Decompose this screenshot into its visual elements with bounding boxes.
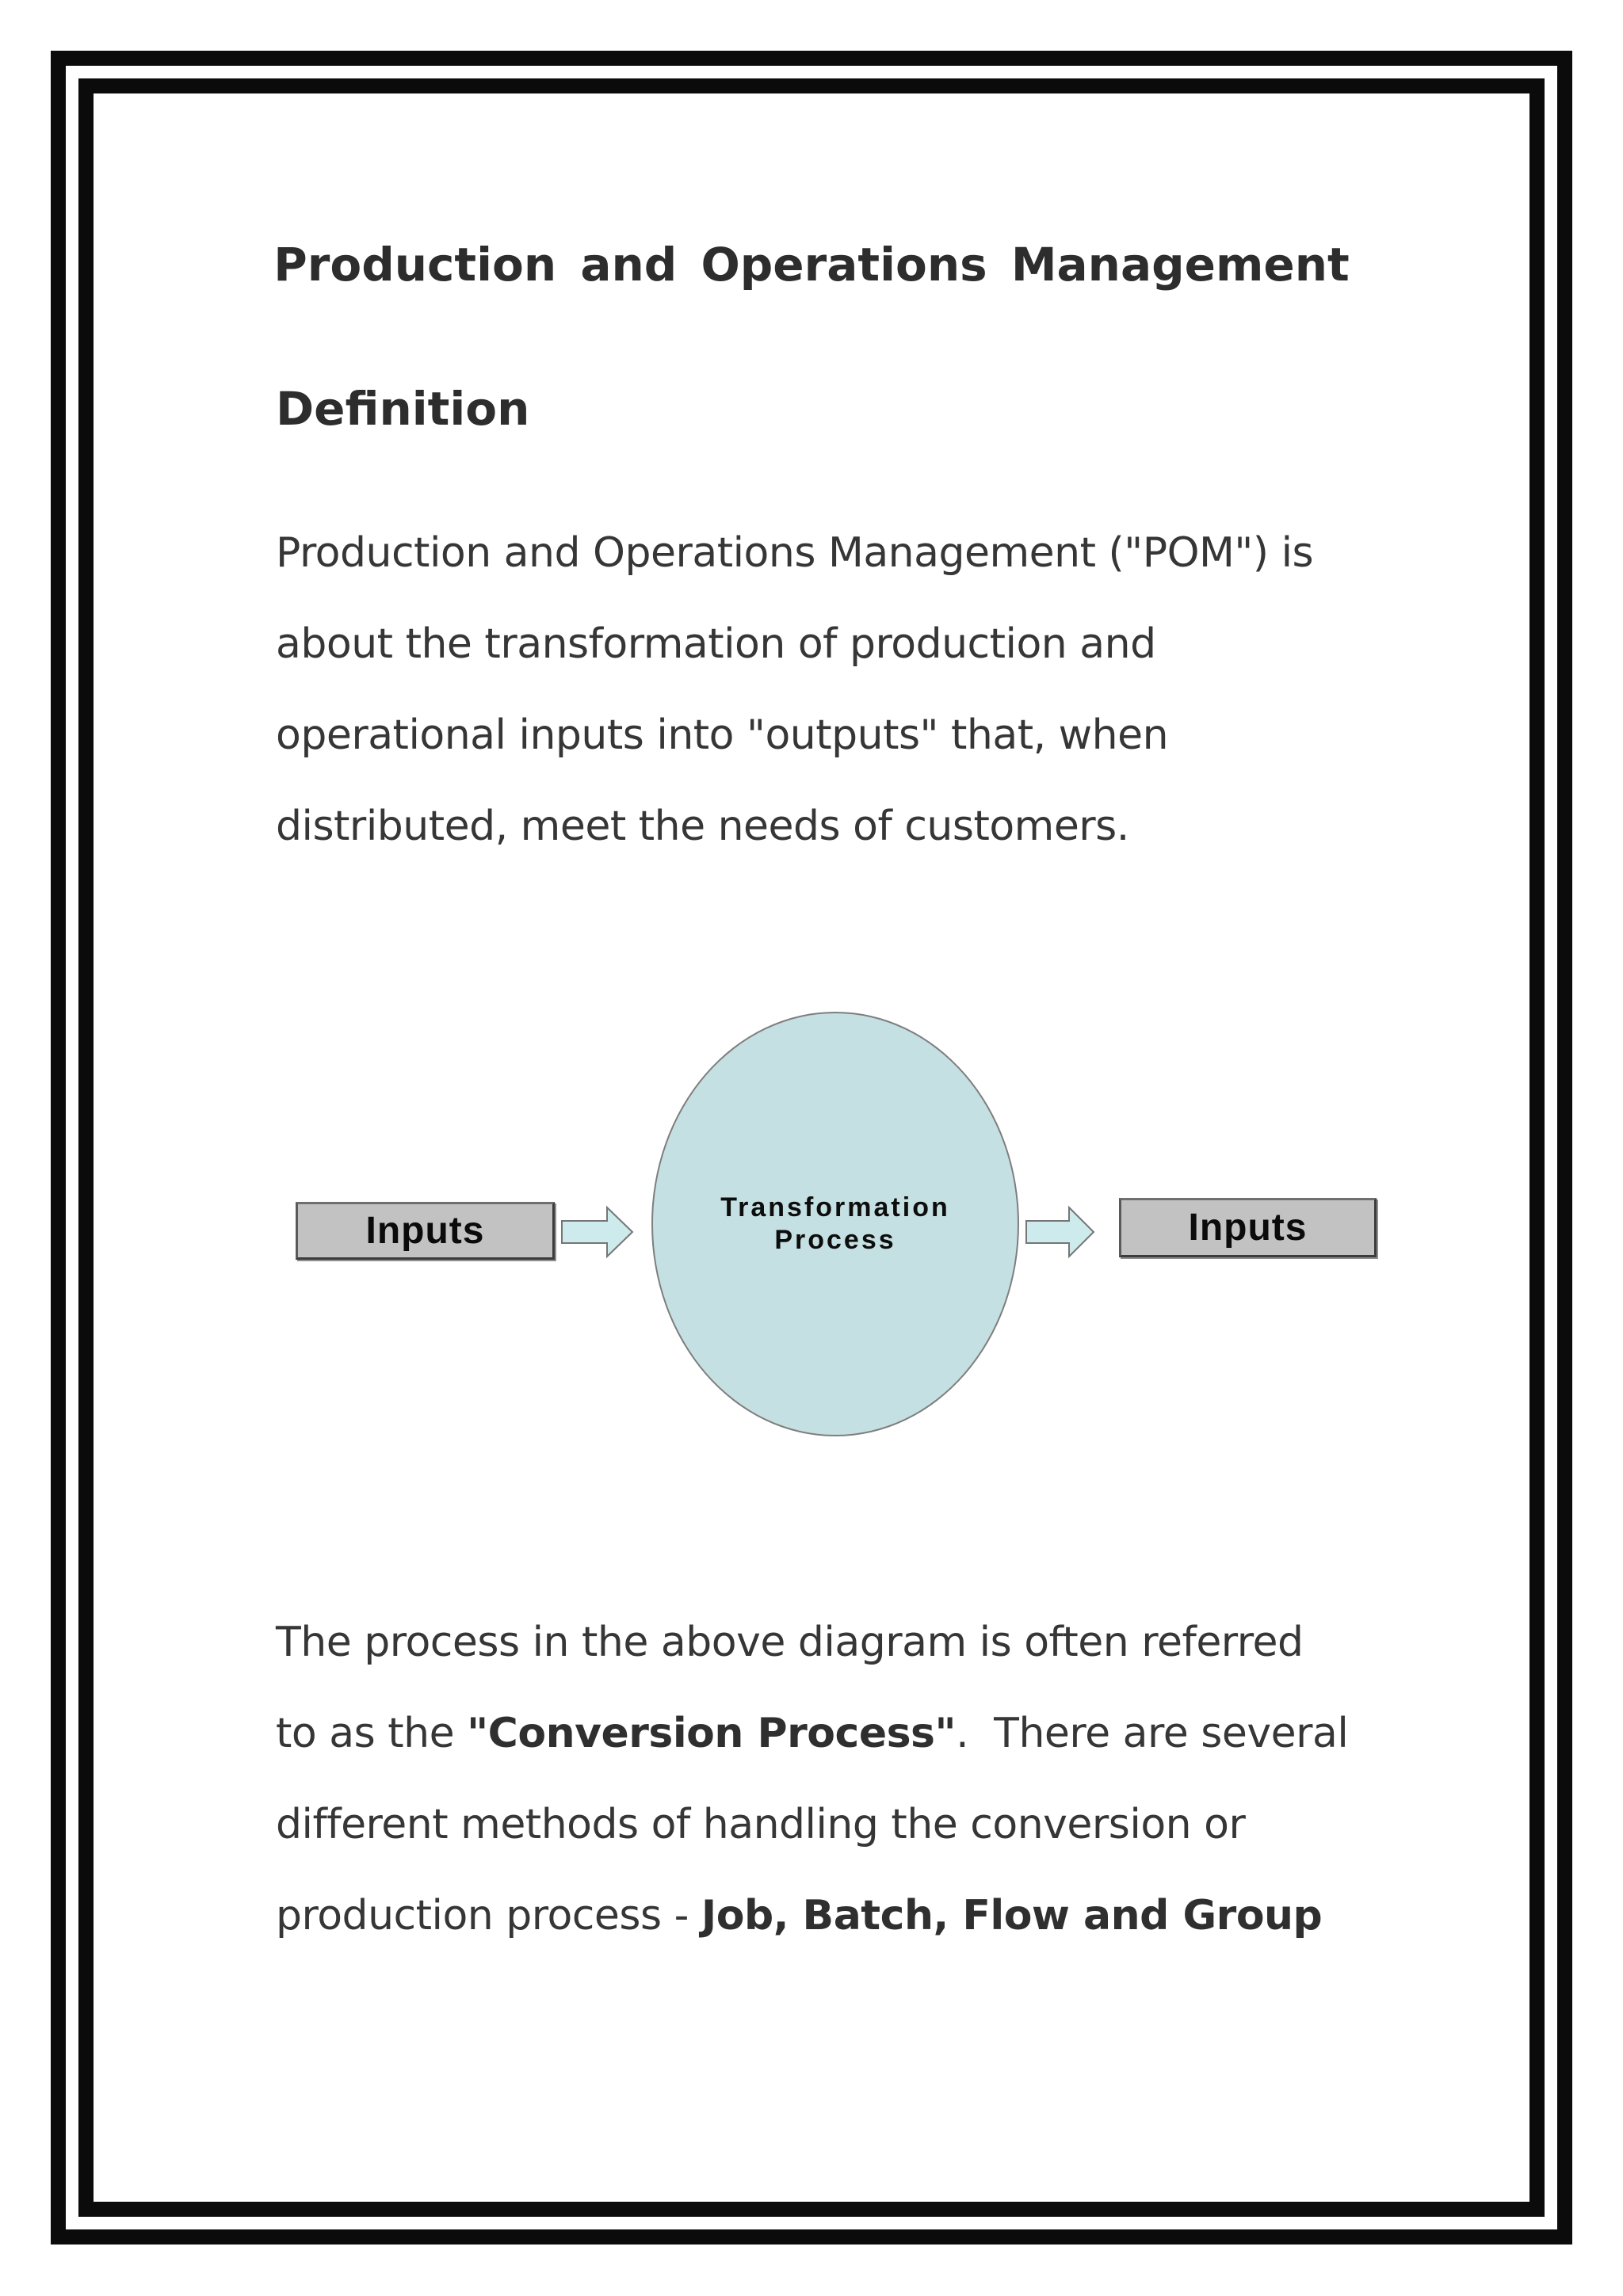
paragraph-line: distributed, meet the needs of customers…: [276, 803, 1129, 850]
process-types-bold: Job, Batch, Flow and Group: [701, 1892, 1323, 1939]
conversion-paragraph: The process in the above diagram is ofte…: [276, 1597, 1349, 1962]
inputs-box-right: Inputs: [1119, 1198, 1377, 1257]
transformation-process-ellipse: Transformation Process: [651, 1012, 1019, 1436]
conversion-process-bold: "Conversion Process": [467, 1710, 957, 1757]
paragraph-line: production process - Job, Batch, Flow an…: [276, 1892, 1323, 1939]
paragraph-line: operational inputs into "outputs" that, …: [276, 711, 1169, 759]
inputs-label-right: Inputs: [1188, 1207, 1308, 1249]
flow-arrow-right-icon: [1025, 1205, 1095, 1259]
inputs-label-left: Inputs: [365, 1210, 485, 1252]
page-border-inner: [78, 78, 1545, 2217]
paragraph-line: Production and Operations Management ("P…: [276, 529, 1314, 577]
page-border-outer: [51, 51, 1572, 2245]
process-label-line1: Transformation: [720, 1192, 950, 1222]
paragraph-line: different methods of handling the conver…: [276, 1801, 1246, 1848]
flow-arrow-right-icon: [561, 1205, 634, 1259]
paragraph-line: about the transformation of production a…: [276, 620, 1156, 668]
paragraph-line: The process in the above diagram is ofte…: [276, 1619, 1304, 1666]
definition-heading: Definition: [276, 382, 530, 436]
paragraph-line: to as the "Conversion Process". There ar…: [276, 1710, 1349, 1757]
definition-paragraph: Production and Operations Management ("P…: [276, 508, 1314, 872]
process-label-line2: Process: [774, 1225, 896, 1255]
page-title: Production and Operations Management: [273, 238, 1350, 292]
inputs-box-left: Inputs: [296, 1202, 555, 1260]
